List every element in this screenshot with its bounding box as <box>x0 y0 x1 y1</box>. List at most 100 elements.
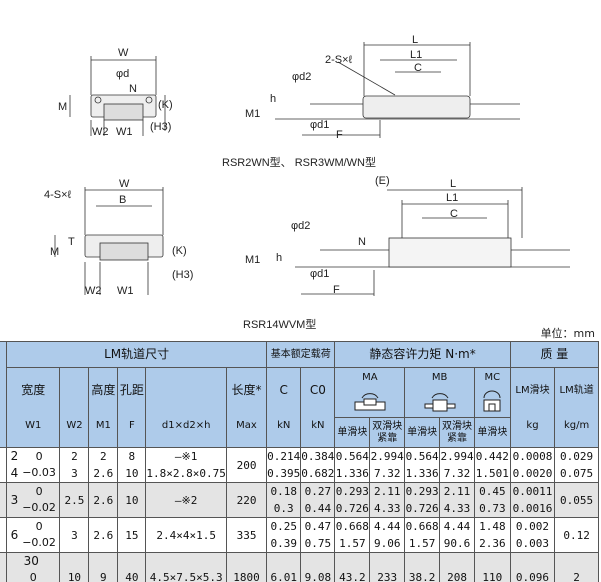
fig1-label-W: W <box>118 47 129 59</box>
header-length: 长度*Max <box>225 367 268 448</box>
fig1-cross-section <box>69 56 166 136</box>
header-MA: MA <box>334 367 406 418</box>
cell-d: —※2 <box>145 482 227 518</box>
cell-c0: 0.27 0.44 <box>300 482 336 518</box>
cell-d: 4.5×7.5×5.3 <box>145 552 227 582</box>
fig3-label-B: B <box>119 194 126 206</box>
fig3-label-W2: W2 <box>85 285 102 297</box>
cell-m1: 9 <box>88 552 119 582</box>
cell-mc: 0.442 1.501 <box>473 447 511 483</box>
caption-fig-1: RSR2WN型、 RSR3WM/WN型 <box>222 157 376 169</box>
cell-kg: 0.0008 0.0020 <box>509 447 556 483</box>
cell-f: 15 <box>117 517 147 553</box>
cell-w1: 300−0.05 <box>6 552 61 582</box>
cell-max: 220 <box>225 482 268 518</box>
cell-ma2: 2.11 4.33 <box>369 482 406 518</box>
cell-kgm: 0.12 <box>554 517 599 553</box>
fig4-side-view <box>295 187 570 296</box>
fig4-label-d2: φd2 <box>291 220 310 232</box>
fig1-label-M: M <box>58 101 67 113</box>
cell-kgm: 2 <box>554 552 599 582</box>
fig2-label-M1: M1 <box>245 108 260 120</box>
fig2-label-C: C <box>414 62 422 74</box>
cell-w2: 2 3 <box>59 447 90 483</box>
fig4-label-F: F <box>333 284 340 296</box>
fig2-label-F: F <box>336 129 343 141</box>
fig3-label-K: (K) <box>172 245 187 257</box>
cell-c: 0.18 0.3 <box>266 482 302 518</box>
fig3-label-W: W <box>119 178 130 190</box>
fig4-label-C: C <box>450 208 458 220</box>
moment-b-icon <box>424 392 456 411</box>
header-W2: W2 <box>59 367 90 448</box>
cell-d: 2.4×4×1.5 <box>145 517 227 553</box>
header-static-moment: 静态容许力矩 N·m* <box>334 341 511 368</box>
cell-w2: 2.5 <box>59 482 90 518</box>
caption-fig-2: RSR14WVM型 <box>243 319 317 331</box>
fig4-label-L: L <box>450 178 456 190</box>
cell-f: 10 <box>117 482 147 518</box>
fig2-label-d1: φd1 <box>310 119 329 131</box>
fig4-label-N: N <box>358 236 366 248</box>
fig3-label-T: T <box>68 236 75 248</box>
cell-mb2: 208 <box>439 552 475 582</box>
cell-max: 335 <box>225 517 268 553</box>
cell-mc: 1.48 2.36 <box>473 517 511 553</box>
cell-c0: 0.47 0.75 <box>300 517 336 553</box>
cell-mb1: 0.564 1.336 <box>404 447 441 483</box>
fig3-cross-section <box>54 187 164 295</box>
cell-ma1: 0.293 0.726 <box>334 482 371 518</box>
cell-kg: 0.0011 0.0016 <box>509 482 556 518</box>
cell-w2: 10 <box>59 552 90 582</box>
header-rail-dims: LM轨道尺寸 <box>6 341 268 368</box>
fig2-label-L: L <box>412 34 418 46</box>
header-rated-load: 基本额定载荷 <box>266 341 336 368</box>
cell-ma2: 2.994 7.32 <box>369 447 406 483</box>
header-ma-single: 单滑块 <box>334 417 371 448</box>
fig4-label-h: h <box>276 252 282 264</box>
cell-kgm: 0.029 0.075 <box>554 447 599 483</box>
fig1-label-N: N <box>129 83 137 95</box>
cell-d: —※1 1.8×2.8×0.75 <box>145 447 227 483</box>
cell-kg: 0.096 <box>509 552 556 582</box>
fig1-label-W1: W1 <box>116 126 133 138</box>
technical-drawings: W φd N M (K) (H3) W2 W1 L L1 C 2-S×ℓ φd2… <box>44 34 570 297</box>
cell-mb1: 38.2 <box>404 552 441 582</box>
cell-c: 0.25 0.39 <box>266 517 302 553</box>
cell-ma2: 233 <box>369 552 406 582</box>
moment-c-icon <box>483 390 501 411</box>
fig4-label-E: (E) <box>375 175 390 187</box>
header-mass: 质 量 <box>509 341 600 368</box>
cell-c0: 9.08 <box>300 552 336 582</box>
fig2-side-view <box>275 42 520 138</box>
cell-mc: 0.45 0.73 <box>473 482 511 518</box>
fig2-label-d2: φd2 <box>292 71 311 83</box>
cell-kg: 0.002 0.003 <box>509 517 556 553</box>
fig3-label-S: 4-S×ℓ <box>44 189 72 201</box>
cell-mb2: 2.994 7.32 <box>439 447 475 483</box>
cell-m1: 2 2.6 <box>88 447 119 483</box>
fig3-label-M: M <box>50 246 59 258</box>
fig1-label-W2: W2 <box>92 126 109 138</box>
fig4-label-L1: L1 <box>446 192 458 204</box>
cell-ma1: 43.2 <box>334 552 371 582</box>
header-ma-double: 双滑块紧靠 <box>369 417 406 448</box>
cell-max: 1800 <box>225 552 268 582</box>
cell-ma1: 0.668 1.57 <box>334 517 371 553</box>
cell-c: 0.214 0.395 <box>266 447 302 483</box>
cell-w2: 3 <box>59 517 90 553</box>
cell-c: 6.01 <box>266 552 302 582</box>
